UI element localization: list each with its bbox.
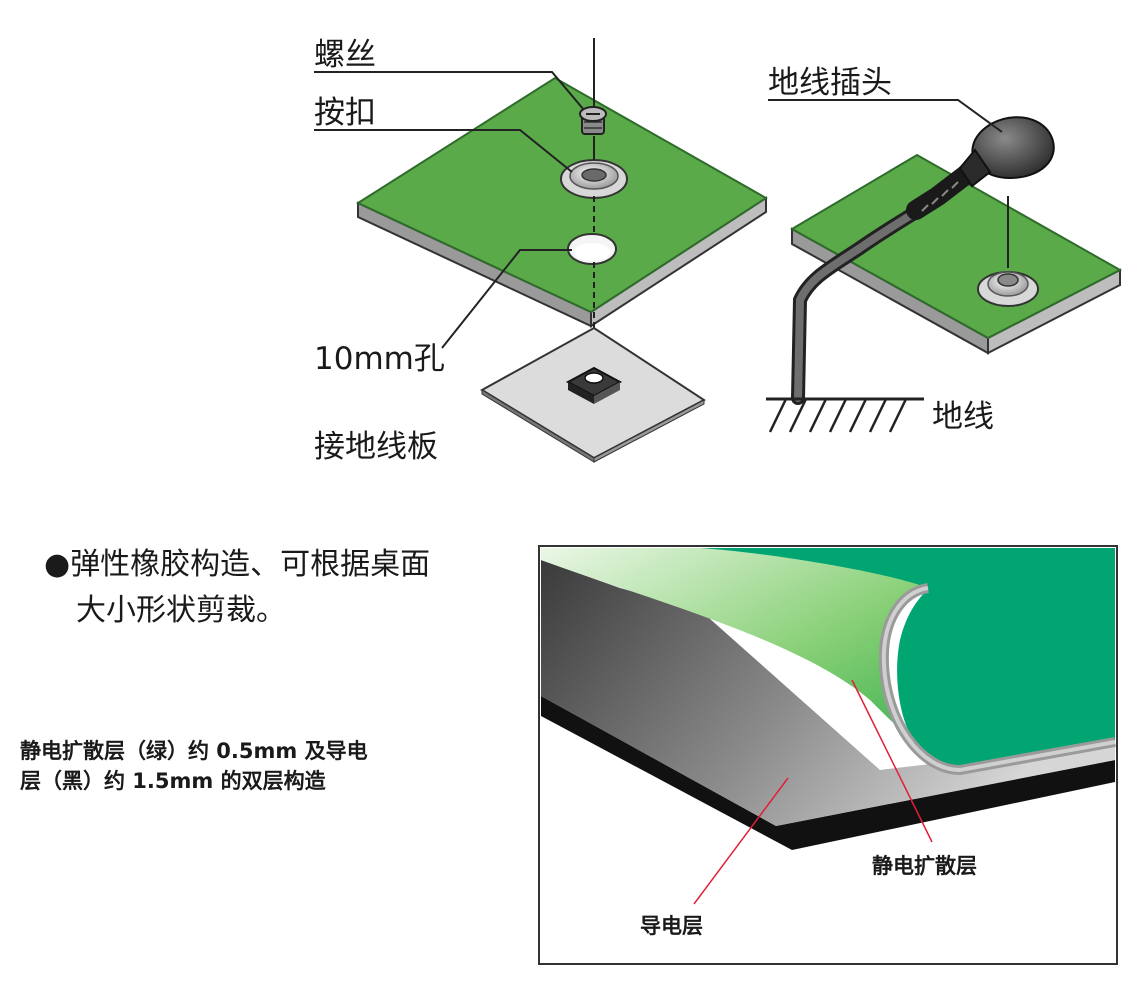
structure-note-line-2: 层（黑）约 1.5mm 的双层构造: [20, 769, 326, 793]
label-ground-plate: 接地线板: [314, 429, 438, 465]
ground-plug-part: [958, 116, 1055, 188]
label-hole: 10mm孔: [314, 341, 445, 377]
bullet-icon: ●: [44, 547, 71, 582]
left-mat: [355, 38, 768, 372]
snap-button-part: [560, 159, 628, 199]
feature-line-1: 弹性橡胶构造、可根据桌面: [70, 547, 431, 582]
screw-part: [579, 106, 607, 135]
label-snap-button: 按扣: [314, 95, 376, 131]
ground-wire-cable: [791, 160, 982, 405]
structure-note: 静电扩散层（绿）约 0.5mm 及导电 层（黑）约 1.5mm 的双层构造: [20, 736, 368, 796]
label-dissipative-layer: 静电扩散层: [872, 854, 977, 878]
ground-symbol-icon: [766, 397, 924, 433]
feature-text: ●弹性橡胶构造、可根据桌面 大小形状剪裁。: [44, 542, 430, 634]
feature-line-2: 大小形状剪裁。: [76, 593, 286, 628]
label-screw: 螺丝: [314, 37, 376, 73]
layer-diagram: [538, 545, 1118, 965]
label-ground-wire: 地线: [932, 399, 994, 435]
label-conductive-layer: 导电层: [640, 914, 703, 938]
label-ground-plug: 地线插头: [768, 65, 892, 101]
structure-note-line-1: 静电扩散层（绿）约 0.5mm 及导电: [20, 739, 368, 763]
ground-plate-part: [480, 326, 706, 463]
